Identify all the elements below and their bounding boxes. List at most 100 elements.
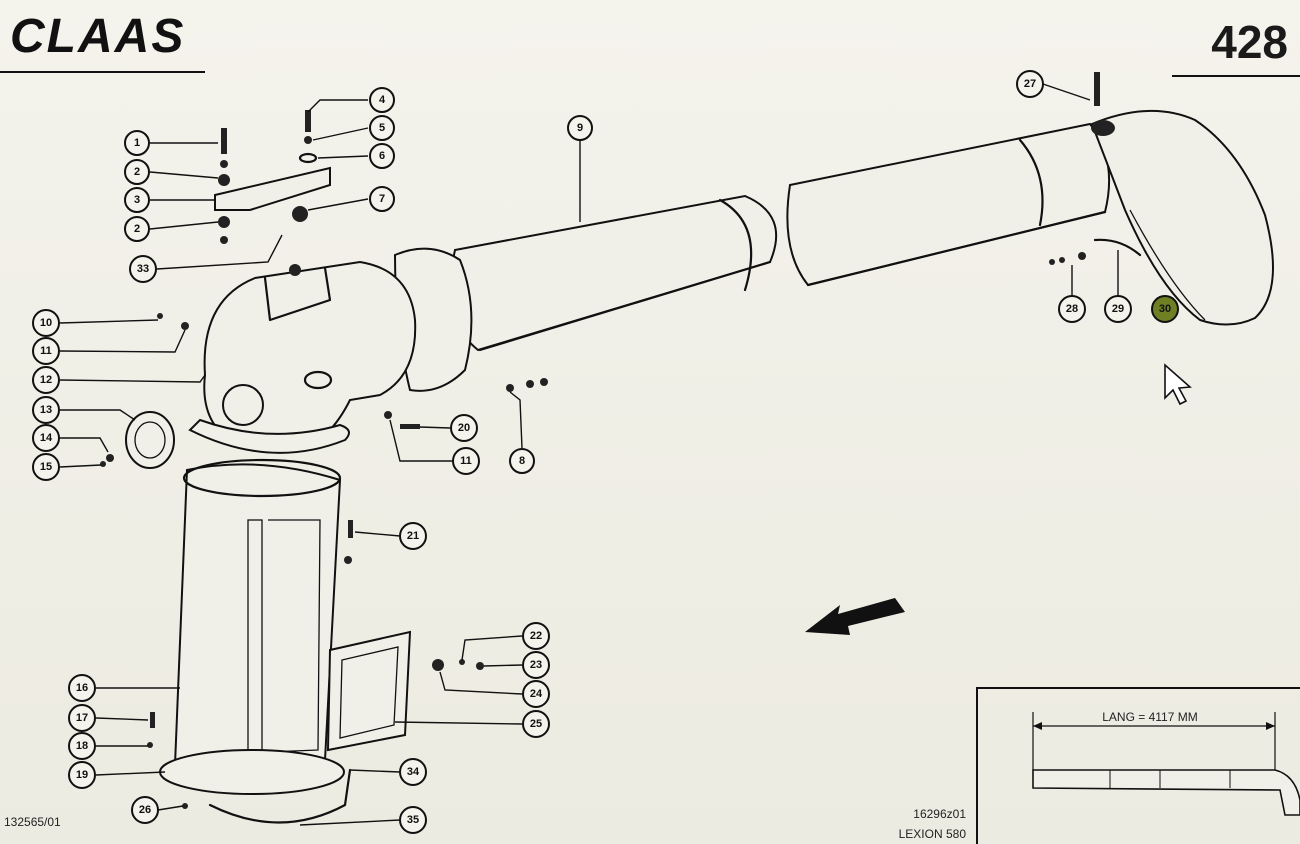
page-number: 428	[1211, 16, 1288, 68]
svg-text:35: 35	[407, 814, 419, 826]
clamp-29	[1093, 238, 1142, 257]
callout-11b[interactable]: 11	[452, 447, 480, 475]
svg-text:23: 23	[530, 659, 542, 671]
base-ring	[159, 749, 345, 795]
callout-27[interactable]: 27	[1016, 70, 1044, 98]
svg-text:2: 2	[134, 166, 140, 178]
callout-18[interactable]: 18	[68, 732, 96, 760]
callout-33[interactable]: 33	[129, 255, 157, 283]
callout-17[interactable]: 17	[68, 704, 96, 732]
callout-35[interactable]: 35	[399, 806, 427, 834]
callout-30[interactable]: 30	[1151, 295, 1179, 323]
bolt-20	[400, 424, 420, 429]
svg-text:1: 1	[134, 137, 140, 149]
callout-24[interactable]: 24	[522, 680, 550, 708]
drawing-code-left: 132565/01	[4, 815, 61, 829]
svg-text:7: 7	[379, 193, 385, 205]
hardware	[100, 72, 1142, 809]
callout-34[interactable]: 34	[399, 758, 427, 786]
callout-20[interactable]: 20	[450, 414, 478, 442]
screw-14	[106, 454, 114, 462]
svg-text:25: 25	[530, 718, 542, 730]
svg-text:19: 19	[76, 769, 88, 781]
vertical-tube-window	[267, 519, 321, 753]
washer-2	[220, 160, 228, 168]
length-label: LANG = 4117 MM	[1102, 710, 1197, 724]
callout-23[interactable]: 23	[522, 651, 550, 679]
bolt-27	[1094, 72, 1100, 106]
callout-15[interactable]: 15	[32, 453, 60, 481]
dimension-arrow-right	[1266, 722, 1275, 730]
bolt-1	[221, 128, 227, 154]
callout-8[interactable]: 8	[509, 448, 535, 474]
inspection-cover	[125, 411, 175, 469]
svg-text:11: 11	[40, 345, 52, 357]
callout-3[interactable]: 3	[124, 187, 150, 213]
tube-outer-underside	[806, 210, 1107, 287]
base-plate	[208, 768, 352, 824]
bolt-28	[1049, 259, 1055, 265]
svg-text:22: 22	[530, 630, 542, 642]
callout-21[interactable]: 21	[399, 522, 427, 550]
callout-2b[interactable]: 2	[124, 216, 150, 242]
length-inset: LANG = 4117 MM	[976, 687, 1300, 844]
bushing-7	[292, 206, 308, 222]
brand-logo: CLAAS	[10, 10, 185, 63]
nut-2	[218, 174, 230, 186]
svg-text:15: 15	[40, 461, 52, 473]
svg-text:28: 28	[1066, 303, 1078, 315]
callout-26[interactable]: 26	[131, 796, 159, 824]
callout-25[interactable]: 25	[522, 710, 550, 738]
svg-text:6: 6	[379, 150, 385, 162]
inspection-cover-inner	[134, 421, 166, 459]
svg-text:24: 24	[530, 688, 543, 700]
callout-1[interactable]: 1	[124, 130, 150, 156]
svg-text:34: 34	[407, 766, 420, 778]
spout-edge	[1129, 209, 1206, 321]
svg-text:29: 29	[1112, 303, 1124, 315]
svg-text:13: 13	[40, 404, 52, 416]
inspection-hole	[222, 384, 264, 426]
washer-18	[147, 742, 153, 748]
callout-6[interactable]: 6	[369, 143, 395, 169]
svg-text:2: 2	[134, 223, 140, 235]
svg-text:18: 18	[76, 740, 88, 752]
direction-arrow-icon	[805, 598, 905, 635]
svg-text:4: 4	[379, 94, 386, 106]
svg-text:5: 5	[379, 122, 385, 134]
callout-19[interactable]: 19	[68, 761, 96, 789]
nut-33	[289, 264, 301, 276]
callout-leaders	[59, 83, 1119, 826]
svg-text:16: 16	[76, 682, 88, 694]
callout-14[interactable]: 14	[32, 424, 60, 452]
callout-2[interactable]: 2	[124, 159, 150, 185]
side-panel-inner	[339, 646, 399, 739]
callout-9[interactable]: 9	[567, 115, 593, 141]
callout-22[interactable]: 22	[522, 622, 550, 650]
callout-28[interactable]: 28	[1058, 295, 1086, 323]
elbow-base-flange	[188, 418, 350, 454]
bolt-10	[157, 313, 163, 319]
callout-5[interactable]: 5	[369, 115, 395, 141]
svg-text:17: 17	[76, 712, 88, 724]
svg-text:20: 20	[458, 422, 470, 434]
washer-5	[304, 136, 312, 144]
nut-23	[476, 662, 484, 670]
drawing-code-right: 16296z01	[913, 807, 966, 821]
svg-text:11: 11	[460, 455, 472, 467]
callout-13[interactable]: 13	[32, 396, 60, 424]
bolt-17	[150, 712, 155, 728]
callout-4[interactable]: 4	[369, 87, 395, 113]
bolt-24	[432, 659, 444, 671]
mouse-pointer-icon[interactable]	[1164, 363, 1192, 406]
svg-text:8: 8	[519, 455, 525, 467]
callout-12[interactable]: 12	[32, 366, 60, 394]
callout-10[interactable]: 10	[32, 309, 60, 337]
callout-29[interactable]: 29	[1104, 295, 1132, 323]
callout-7[interactable]: 7	[369, 186, 395, 212]
bracket-plate-3	[214, 166, 331, 211]
washer-15	[100, 461, 106, 467]
callout-11[interactable]: 11	[32, 337, 60, 365]
elbow-housing	[188, 247, 473, 454]
callout-16[interactable]: 16	[68, 674, 96, 702]
